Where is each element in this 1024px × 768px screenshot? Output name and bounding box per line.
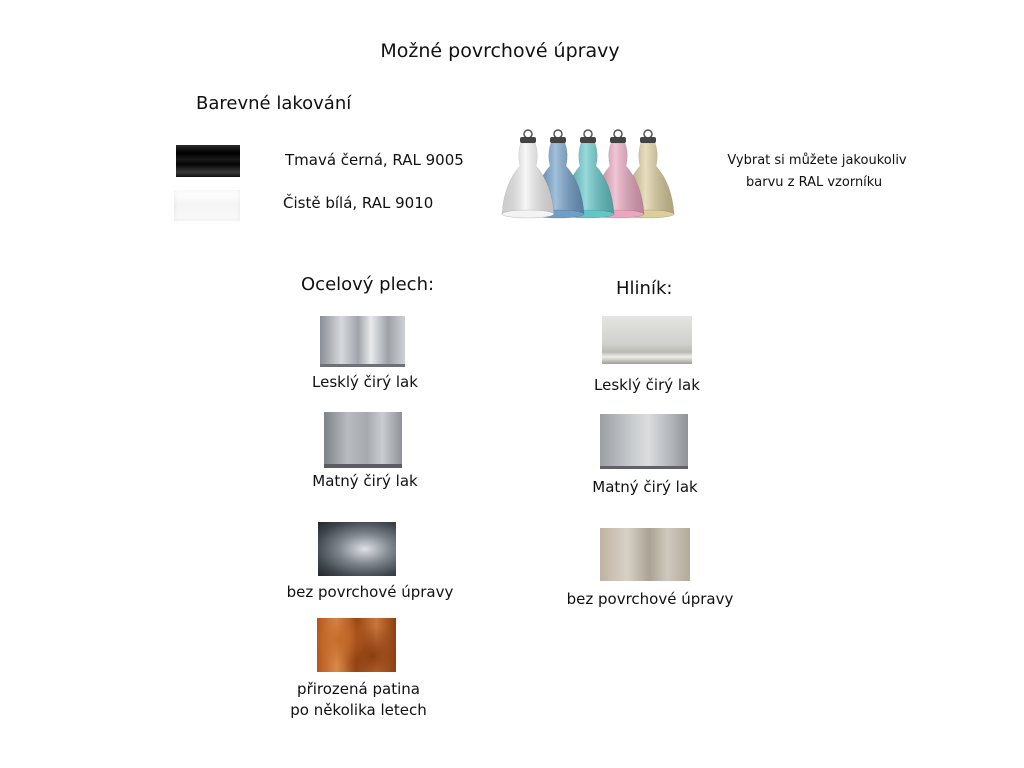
aluminium-matt-swatch xyxy=(600,414,688,469)
black-swatch xyxy=(176,145,240,177)
white-swatch xyxy=(174,190,240,221)
steel-gloss-swatch xyxy=(320,316,405,367)
aluminium-matt-label: Matný čirý lak xyxy=(592,478,698,496)
steel-gloss-label: Lesklý čirý lak xyxy=(312,373,418,391)
ral-note-line1: Vybrat si můžete jakoukoliv xyxy=(727,153,907,168)
steel-raw-swatch xyxy=(318,522,396,576)
lamp xyxy=(501,129,555,219)
white-swatch-label: Čistě bílá, RAL 9010 xyxy=(283,194,434,212)
steel-patina-label-line2: po několika letech xyxy=(290,701,427,719)
steel-heading: Ocelový plech: xyxy=(301,274,435,295)
steel-patina-swatch xyxy=(317,618,396,672)
steel-matt-label: Matný čirý lak xyxy=(312,472,418,490)
aluminium-raw-swatch xyxy=(600,528,690,581)
aluminium-gloss-label: Lesklý čirý lak xyxy=(594,376,700,394)
steel-patina-label-line1: přirozená patina xyxy=(297,680,420,698)
ral-note-line2: barvu z RAL vzorníku xyxy=(746,175,883,190)
aluminium-heading: Hliník: xyxy=(616,278,673,299)
aluminium-gloss-swatch xyxy=(602,316,692,364)
painting-heading: Barevné lakování xyxy=(196,93,352,114)
black-swatch-label: Tmavá černá, RAL 9005 xyxy=(285,151,464,169)
colored-lamps-image xyxy=(501,129,675,219)
aluminium-raw-label: bez povrchové úpravy xyxy=(566,590,734,608)
page-title: Možné povrchové úpravy xyxy=(380,40,620,62)
steel-matt-swatch xyxy=(324,412,402,468)
steel-raw-label: bez povrchové úpravy xyxy=(286,583,454,601)
